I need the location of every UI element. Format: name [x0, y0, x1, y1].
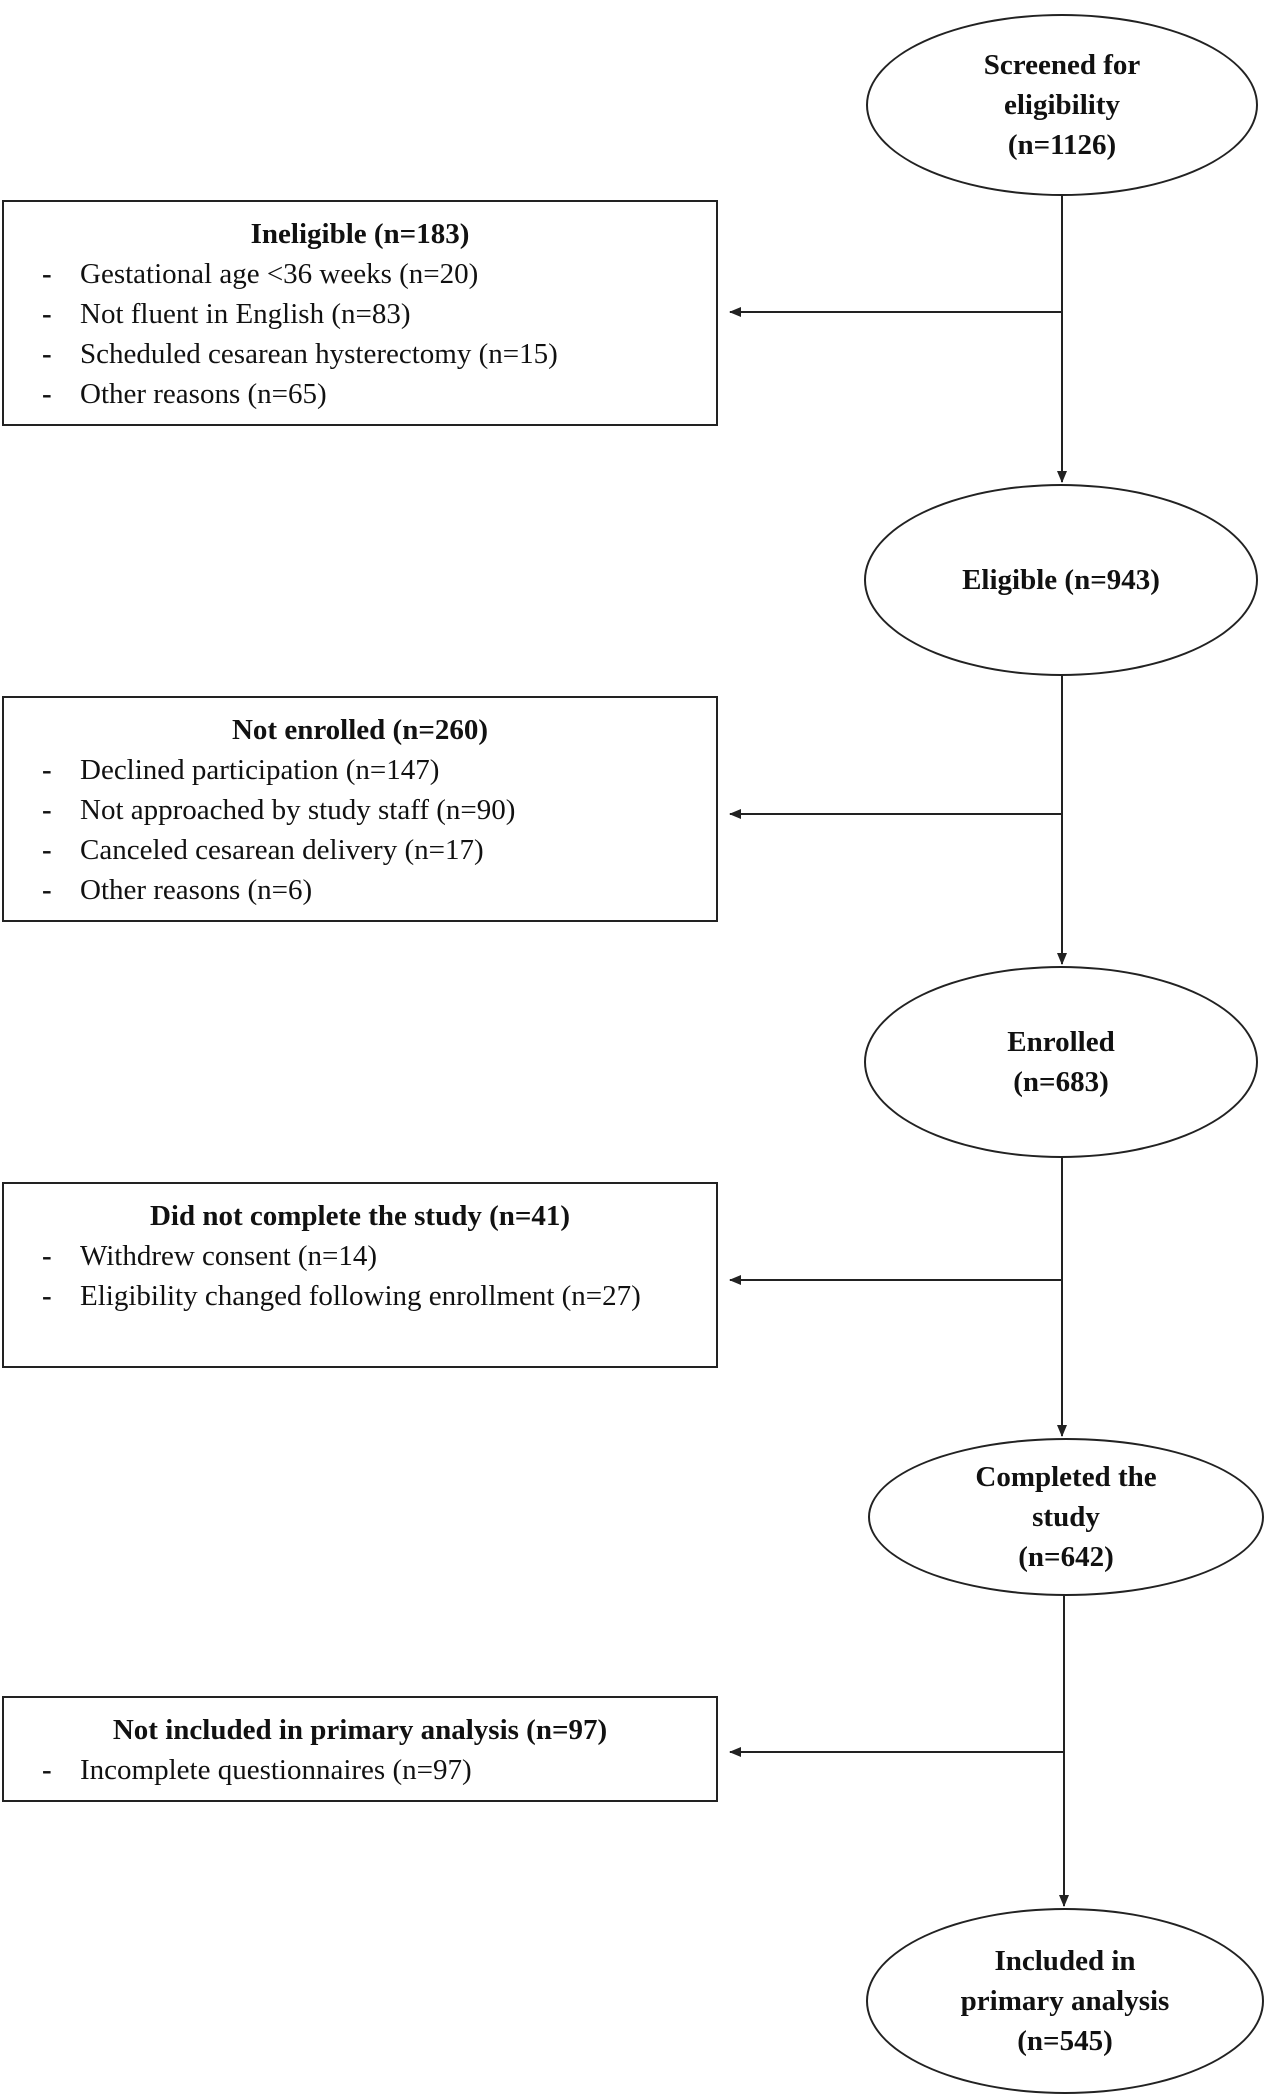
reason-text: Other reasons (n=6) [80, 874, 313, 906]
reason-item: -Not fluent in English (n=83) [42, 294, 700, 334]
node-completed-line-3: (n=642) [1018, 1541, 1114, 1573]
exclusion-box-did-not-complete: Did not complete the study (n=41) -Withd… [2, 1182, 718, 1368]
exclusion-title: Not enrolled (n=260) [231, 714, 489, 746]
bullet-dash: - [42, 1280, 52, 1312]
reason-item: -Gestational age <36 weeks (n=20) [42, 254, 700, 294]
node-completed-line-2: study [1032, 1501, 1100, 1533]
bullet-dash: - [42, 834, 52, 866]
reason-list: -Incomplete questionnaires (n=97) [42, 1750, 700, 1790]
bullet-dash: - [42, 874, 52, 906]
reason-item: -Not approached by study staff (n=90) [42, 790, 700, 830]
reason-item: -Declined participation (n=147) [42, 750, 700, 790]
bullet-dash: - [42, 378, 52, 410]
reason-text: Canceled cesarean delivery (n=17) [80, 834, 484, 866]
node-completed: Completed the study (n=642) [868, 1438, 1264, 1596]
node-enrolled-line-2: (n=683) [1013, 1066, 1109, 1098]
reason-item: -Withdrew consent (n=14) [42, 1236, 700, 1276]
node-included-line-3: (n=545) [1017, 2025, 1113, 2057]
bullet-dash: - [42, 298, 52, 330]
reason-text: Withdrew consent (n=14) [80, 1240, 378, 1272]
node-screened: Screened for eligibility (n=1126) [866, 14, 1258, 196]
bullet-dash: - [42, 754, 52, 786]
reason-item: -Other reasons (n=6) [42, 870, 700, 910]
reason-text: Eligibility changed following enrollment… [80, 1280, 641, 1312]
reason-list: -Declined participation (n=147) -Not app… [42, 750, 700, 910]
exclusion-box-not-enrolled: Not enrolled (n=260) -Declined participa… [2, 696, 718, 922]
reason-item: -Incomplete questionnaires (n=97) [42, 1750, 700, 1790]
exclusion-box-ineligible: Ineligible (n=183) -Gestational age <36 … [2, 200, 718, 426]
node-included-line-1: Included in [994, 1945, 1136, 1977]
node-screened-line-3: (n=1126) [1007, 129, 1117, 161]
node-completed-line-1: Completed the [975, 1461, 1157, 1493]
reason-text: Incomplete questionnaires (n=97) [80, 1754, 472, 1786]
bullet-dash: - [42, 258, 52, 290]
node-eligible: Eligible (n=943) [864, 484, 1258, 676]
node-enrolled-line-1: Enrolled [1007, 1026, 1115, 1058]
node-screened-line-1: Screened for [983, 49, 1141, 81]
reason-item: -Scheduled cesarean hysterectomy (n=15) [42, 334, 700, 374]
reason-text: Declined participation (n=147) [80, 754, 440, 786]
node-enrolled: Enrolled (n=683) [864, 966, 1258, 1158]
reason-item: -Canceled cesarean delivery (n=17) [42, 830, 700, 870]
reason-item: -Eligibility changed following enrollmen… [42, 1276, 700, 1316]
reason-text: Other reasons (n=65) [80, 378, 327, 410]
exclusion-title: Not included in primary analysis (n=97) [112, 1714, 608, 1746]
reason-text: Gestational age <36 weeks (n=20) [80, 258, 479, 290]
reason-text: Not approached by study staff (n=90) [80, 794, 516, 826]
reason-list: -Gestational age <36 weeks (n=20) -Not f… [42, 254, 700, 414]
node-screened-line-2: eligibility [1004, 89, 1120, 121]
node-eligible-line-1: Eligible (n=943) [962, 564, 1160, 596]
reason-text: Scheduled cesarean hysterectomy (n=15) [80, 338, 558, 370]
reason-list: -Withdrew consent (n=14) -Eligibility ch… [42, 1236, 700, 1316]
bullet-dash: - [42, 1240, 52, 1272]
reason-text: Not fluent in English (n=83) [80, 298, 411, 330]
bullet-dash: - [42, 794, 52, 826]
bullet-dash: - [42, 1754, 52, 1786]
node-included-line-2: primary analysis [960, 1985, 1170, 2017]
reason-item: -Other reasons (n=65) [42, 374, 700, 414]
node-included: Included in primary analysis (n=545) [866, 1908, 1264, 2094]
exclusion-title: Ineligible (n=183) [250, 218, 470, 250]
exclusion-box-not-included: Not included in primary analysis (n=97) … [2, 1696, 718, 1802]
bullet-dash: - [42, 338, 52, 370]
exclusion-title: Did not complete the study (n=41) [149, 1200, 571, 1232]
